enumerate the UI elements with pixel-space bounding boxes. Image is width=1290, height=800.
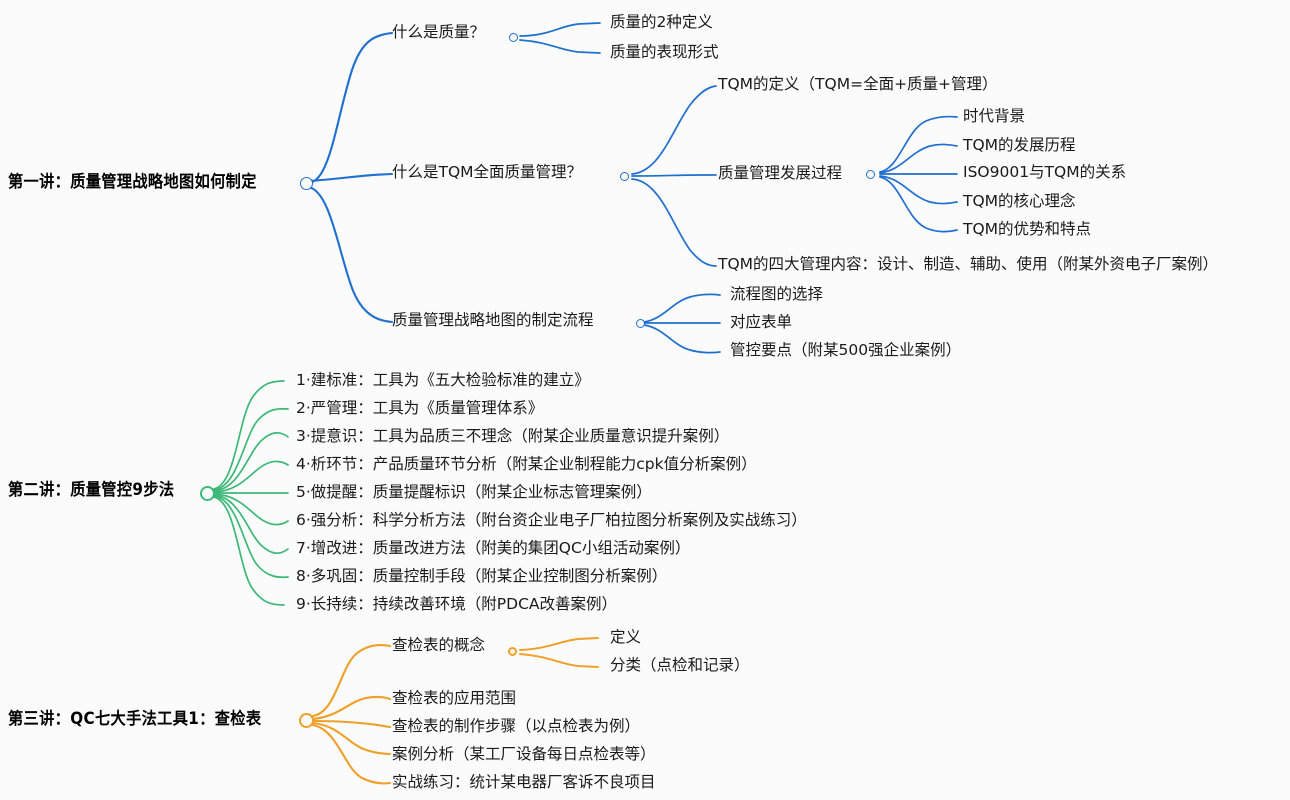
leaf-tqm-advantages[interactable]: TQM的优势和特点: [963, 220, 1092, 238]
leaf-tqm-history[interactable]: TQM的发展历程: [963, 136, 1076, 154]
leaf-step-1[interactable]: 1·建标准：工具为《五大检验标准的建立》: [296, 371, 590, 389]
leaf-step-8[interactable]: 8·多巩固：质量控制手段（附某企业控制图分析案例）: [296, 567, 668, 585]
chapter2-root-label[interactable]: 第二讲：质量管控9步法: [8, 480, 175, 499]
leaf-definition[interactable]: 定义: [610, 628, 642, 646]
leaf-step-7[interactable]: 7·增改进：质量改进方法（附美的集团QC小组活动案例）: [296, 539, 691, 557]
node-strategy-map-process[interactable]: 质量管理战略地图的制定流程: [392, 311, 594, 329]
leaf-corresponding-form[interactable]: 对应表单: [730, 313, 793, 331]
leaf-control-points[interactable]: 管控要点（附某500强企业案例）: [730, 341, 962, 359]
leaf-tqm-four-contents[interactable]: TQM的四大管理内容：设计、制造、辅助、使用（附某外资电子厂案例）: [718, 255, 1219, 273]
node-checklist-concept[interactable]: 查检表的概念: [392, 636, 486, 654]
chapter1-root-label[interactable]: 第一讲：质量管理战略地图如何制定: [8, 172, 257, 191]
node-strategy-map-process-marker[interactable]: [636, 319, 645, 328]
leaf-step-6[interactable]: 6·强分析：科学分析方法（附台资企业电子厂柏拉图分析案例及实战练习）: [296, 511, 807, 529]
leaf-checklist-scope[interactable]: 查检表的应用范围: [392, 689, 517, 707]
leaf-step-2[interactable]: 2·严管理：工具为《质量管理体系》: [296, 399, 544, 417]
leaf-practice-exercise[interactable]: 实战练习：统计某电器厂客诉不良项目: [392, 773, 656, 791]
leaf-iso9001-tqm-relation[interactable]: ISO9001与TQM的关系: [963, 163, 1127, 181]
leaf-step-5[interactable]: 5·做提醒：质量提醒标识（附某企业标志管理案例）: [296, 483, 652, 501]
leaf-tqm-definition[interactable]: TQM的定义（TQM=全面+质量+管理）: [718, 75, 998, 93]
leaf-classification[interactable]: 分类（点检和记录）: [610, 656, 750, 674]
node-quality-management-development-marker[interactable]: [866, 170, 875, 179]
leaf-flowchart-selection[interactable]: 流程图的选择: [730, 285, 824, 303]
leaf-checklist-steps[interactable]: 查检表的制作步骤（以点检表为例）: [392, 717, 641, 735]
chapter1-root-node-marker[interactable]: [300, 177, 313, 190]
leaf-case-analysis[interactable]: 案例分析（某工厂设备每日点检表等）: [392, 745, 656, 763]
node-checklist-concept-marker[interactable]: [508, 647, 517, 656]
leaf-quality-manifestation[interactable]: 质量的表现形式: [610, 43, 719, 61]
node-what-is-quality-marker[interactable]: [509, 33, 518, 42]
leaf-step-9[interactable]: 9·长持续：持续改善环境（附PDCA改善案例）: [296, 595, 617, 613]
node-what-is-tqm[interactable]: 什么是TQM全面质量管理？: [392, 163, 583, 181]
chapter3-root-label[interactable]: 第三讲：QC七大手法工具1：查检表: [8, 709, 262, 728]
chapter2-root-node-marker[interactable]: [200, 486, 215, 501]
leaf-step-3[interactable]: 3·提意识：工具为品质三不理念（附某企业质量意识提升案例）: [296, 427, 730, 445]
leaf-era-background[interactable]: 时代背景: [963, 107, 1026, 125]
node-what-is-quality[interactable]: 什么是质量？: [392, 23, 486, 41]
node-what-is-tqm-marker[interactable]: [620, 172, 629, 181]
leaf-quality-two-definitions[interactable]: 质量的2种定义: [610, 13, 713, 31]
chapter3-root-node-marker[interactable]: [299, 713, 314, 728]
node-quality-management-development[interactable]: 质量管理发展过程: [718, 164, 843, 182]
leaf-tqm-core-concept[interactable]: TQM的核心理念: [963, 192, 1076, 210]
leaf-step-4[interactable]: 4·析环节：产品质量环节分析（附某企业制程能力cpk值分析案例）: [296, 455, 757, 473]
